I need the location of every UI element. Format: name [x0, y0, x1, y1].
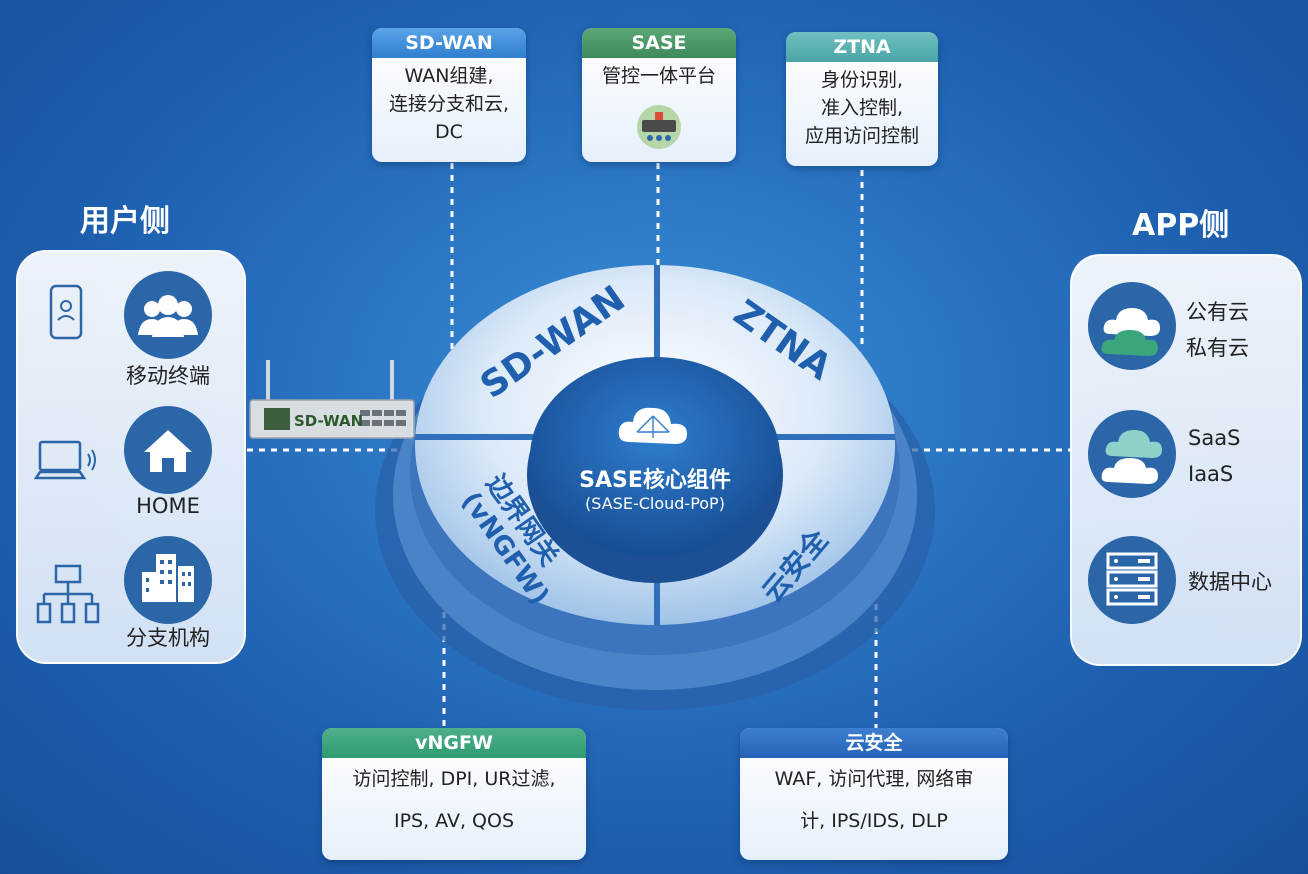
sdwan-box-line: DC	[435, 121, 463, 143]
ztna-box-line: 身份识别,	[820, 69, 904, 91]
vngfw-box-line: IPS, AV, QOS	[393, 810, 515, 832]
sdwan-box-line: WAN组建,	[404, 65, 494, 87]
users-icon	[124, 271, 212, 359]
sdwan-device-icon	[249, 360, 415, 439]
clouds-icon	[1088, 410, 1176, 498]
sase-ring	[375, 265, 935, 710]
vngfw-box: vNGFW 访问控制, DPI, UR过滤, IPS, AV, QOS	[322, 728, 586, 860]
app-item-line: SaaS	[1188, 426, 1241, 450]
app-item-line: IaaS	[1188, 462, 1234, 486]
platform-icon	[637, 105, 681, 149]
sdwan-box-line: 连接分支和云,	[388, 93, 510, 115]
ztna-box-title: ZTNA	[786, 32, 938, 62]
user-item-label-branch: 分支机构	[126, 626, 210, 650]
network-icon	[36, 564, 100, 624]
app-item-line: 公有云	[1186, 300, 1249, 324]
laptop-icon	[34, 440, 96, 480]
servers-icon	[1088, 536, 1176, 624]
home-icon	[124, 406, 212, 494]
ztna-box-line: 应用访问控制	[804, 125, 919, 147]
app-item-label-saas: SaaS IaaS	[1188, 420, 1240, 492]
cloud-security-box: 云安全 WAF, 访问代理, 网络审 计, IPS/IDS, DLP	[740, 728, 1008, 860]
phone-icon	[49, 284, 83, 340]
vngfw-box-line: 访问控制, DPI, UR过滤,	[352, 768, 556, 790]
sdwan-box-title: SD-WAN	[372, 28, 526, 58]
core-title: SASE核心组件	[579, 468, 731, 493]
app-item-label-cloud: 公有云 私有云	[1186, 294, 1249, 366]
sase-box: SASE 管控一体平台	[582, 28, 736, 162]
cloud-icon	[1088, 282, 1176, 370]
ztna-box-line: 准入控制,	[820, 97, 904, 119]
buildings-icon	[124, 536, 212, 624]
sase-box-line: 管控一体平台	[601, 65, 716, 87]
app-item-label-datacenter: 数据中心	[1188, 566, 1272, 596]
app-item-line: 私有云	[1186, 336, 1249, 360]
core-subtitle: (SASE-Cloud-PoP)	[585, 494, 725, 513]
ztna-box: ZTNA 身份识别, 准入控制, 应用访问控制	[786, 32, 938, 166]
app-side-title: APP侧	[1132, 208, 1230, 243]
sdwan-device-label: SD-WAN	[294, 412, 364, 430]
user-item-label-home: HOME	[136, 494, 200, 518]
vngfw-box-title: vNGFW	[322, 728, 586, 758]
sase-box-title: SASE	[582, 28, 736, 58]
cloud-security-box-title: 云安全	[740, 728, 1008, 758]
sdwan-box: SD-WAN WAN组建, 连接分支和云, DC	[372, 28, 526, 162]
user-side-title: 用户侧	[80, 204, 170, 239]
cloud-security-box-line: WAF, 访问代理, 网络审	[774, 768, 974, 790]
cloud-security-box-line: 计, IPS/IDS, DLP	[800, 810, 948, 832]
user-item-label-mobile: 移动终端	[126, 364, 210, 388]
cloud-network-icon	[618, 407, 687, 444]
app-item-line: 数据中心	[1188, 570, 1272, 594]
